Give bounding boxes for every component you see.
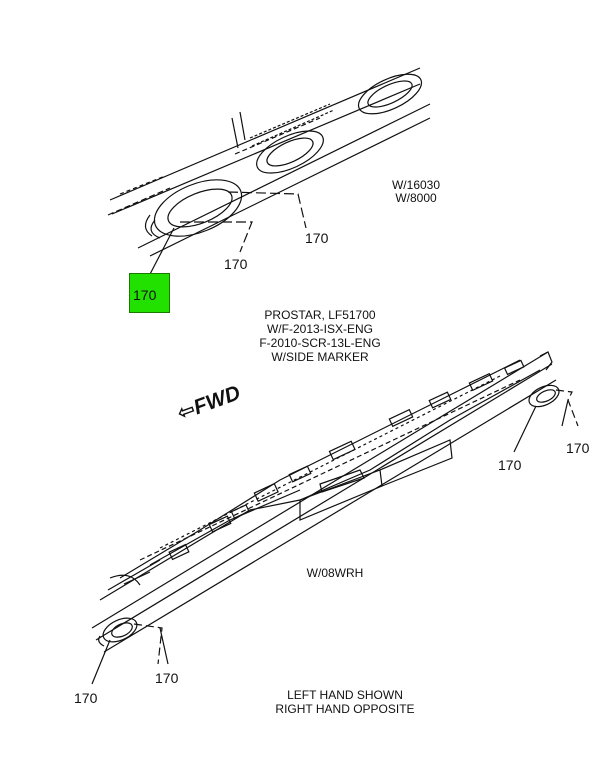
top-lamp-mid bbox=[256, 130, 324, 174]
note-left-hand-shown: LEFT HAND SHOWN bbox=[287, 688, 403, 702]
main-frame-rail bbox=[91, 351, 557, 653]
callout-170-bottom-right[interactable]: 170 bbox=[155, 670, 179, 686]
callout-170-mid-right[interactable]: 170 bbox=[566, 440, 590, 456]
note-w8000: W/8000 bbox=[395, 191, 437, 205]
callout-170-mid-left[interactable]: 170 bbox=[498, 457, 522, 473]
highlighted-callout-label: 170 bbox=[133, 287, 157, 303]
callout-170-top-left[interactable]: 170 bbox=[224, 256, 248, 272]
note-right-hand-opposite: RIGHT HAND OPPOSITE bbox=[275, 702, 415, 716]
top-side-marker-lamp bbox=[144, 179, 243, 239]
note-side-marker: W/SIDE MARKER bbox=[271, 350, 369, 364]
callout-170-bottom-left[interactable]: 170 bbox=[74, 690, 98, 706]
main-rear-lamp bbox=[528, 384, 560, 408]
top-lamp-far bbox=[357, 73, 423, 115]
note-prostar: PROSTAR, LF51700 bbox=[264, 308, 376, 322]
note-isx-eng: W/F-2013-ISX-ENG bbox=[266, 322, 374, 336]
note-w16030: W/16030 bbox=[391, 178, 441, 192]
highlighted-callout-170[interactable]: 170 bbox=[129, 273, 170, 313]
main-front-lamp bbox=[98, 617, 138, 647]
note-scr-eng: F-2010-SCR-13L-ENG bbox=[259, 336, 381, 350]
note-w08wrh: W/08WRH bbox=[306, 566, 364, 580]
callout-170-top-right[interactable]: 170 bbox=[305, 230, 329, 246]
